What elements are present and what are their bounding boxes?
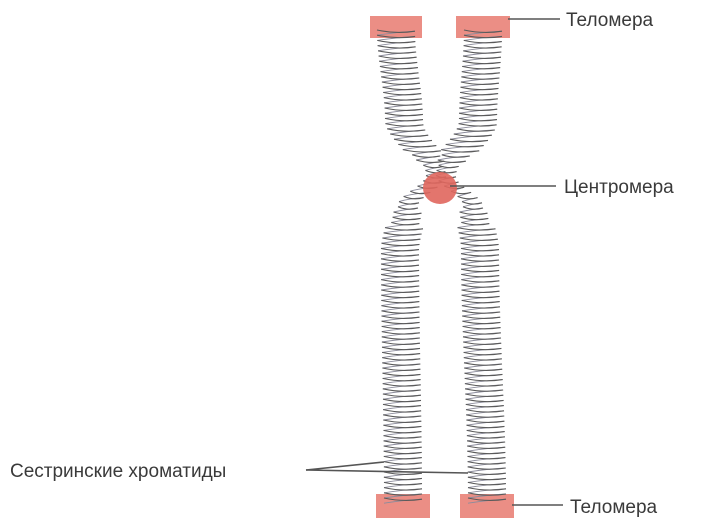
- label-sister-chromatids: Сестринские хроматиды: [10, 461, 226, 482]
- sister-chromatid-left: [377, 30, 446, 503]
- label-centromere: Центромера: [564, 177, 674, 198]
- leader-sister-chromatids-left: [306, 462, 384, 470]
- sister-chromatid-right: [436, 30, 506, 503]
- label-telomere-top: Теломера: [566, 10, 654, 31]
- telomere-top-right: [456, 16, 510, 38]
- centromere: [423, 172, 457, 204]
- label-telomere-bottom: Теломера: [570, 497, 658, 518]
